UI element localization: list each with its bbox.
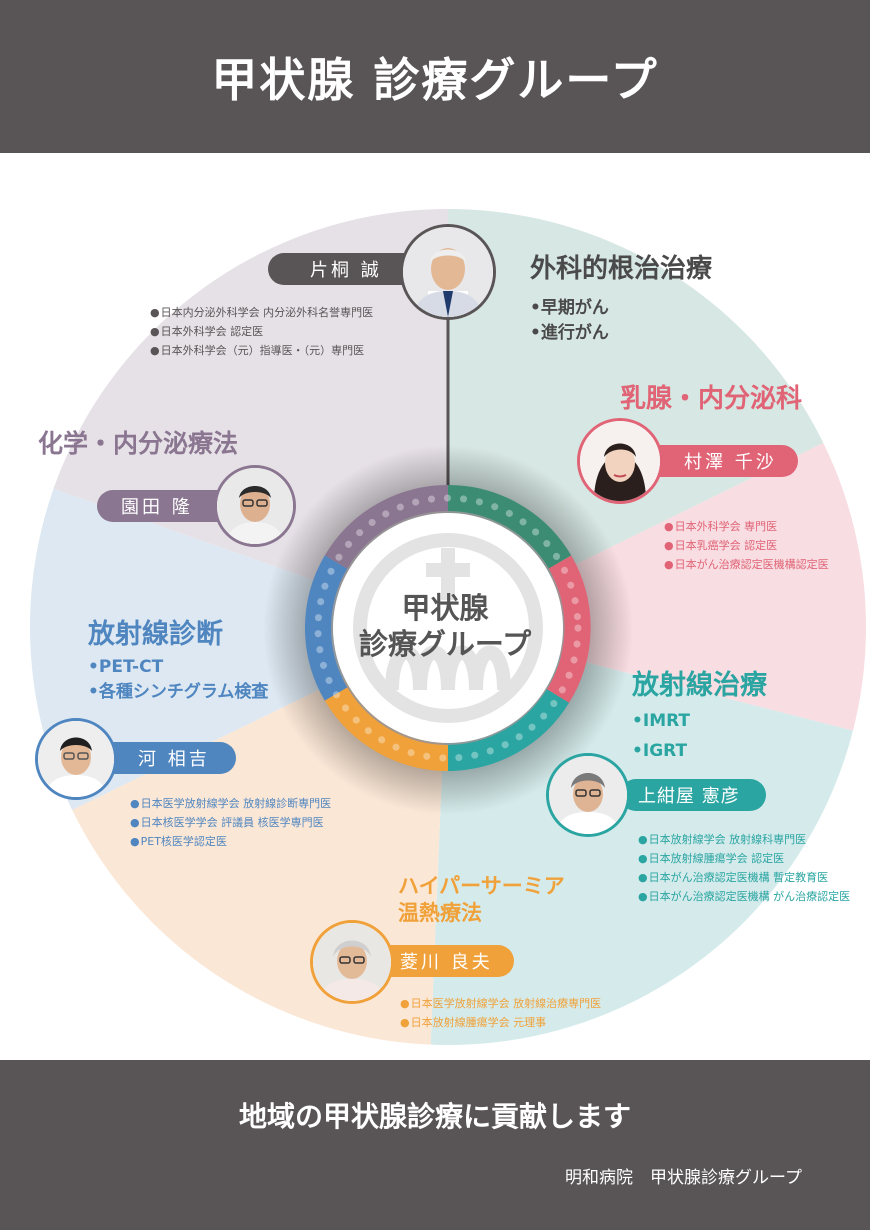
ring-dots	[314, 494, 582, 762]
page-title: 甲状腺 診療グループ	[211, 52, 659, 107]
sector-breast	[448, 420, 866, 735]
creds-katagiri: 日本内分泌外科学会 内分泌外科名誉専門医 日本外科学会 認定医 日本外科学会（元…	[150, 303, 374, 360]
section-title-surgery: 外科的根治治療	[530, 254, 713, 284]
doctor-photo-murasawa	[577, 418, 663, 504]
cred-item: PET核医学認定医	[130, 832, 331, 851]
cred-item: 日本放射線腫瘍学会 認定医	[638, 849, 850, 868]
ring-arc-green	[447, 485, 572, 569]
cred-item: 日本がん治療認定医機構 暫定教育医	[638, 868, 850, 887]
ring-arc-orange	[324, 687, 449, 771]
surgery-list: •早期がん •進行がん	[530, 296, 609, 346]
cred-item: 日本乳癌学会 認定医	[664, 536, 829, 555]
footer-banner: 地域の甲状腺診療に貢献します 明和病院 甲状腺診療グループ	[0, 1060, 870, 1230]
doctor-photo-hishikawa	[310, 920, 394, 1004]
creds-kamikon: 日本放射線学会 放射線科専門医 日本放射線腫瘍学会 認定医 日本がん治療認定医機…	[638, 830, 851, 906]
header-banner: 甲状腺 診療グループ	[0, 0, 870, 153]
doctor-photo-katagiri	[400, 224, 496, 320]
cred-item: 日本放射線学会 放射線科専門医	[638, 830, 850, 849]
footer-tagline: 地域の甲状腺診療に貢献します	[238, 1100, 631, 1133]
doctor-name-kamikon: 上紺屋 憲彦	[620, 779, 766, 811]
surgery-item: •進行がん	[530, 323, 609, 343]
cred-item: 日本がん治療認定医機構 がん治療認定医	[638, 887, 851, 906]
cred-item: 日本医学放射線学会 放射線診断専門医	[130, 794, 332, 813]
doctor-name-murasawa: 村澤 千沙	[640, 445, 798, 477]
cred-item: 日本外科学会 専門医	[664, 517, 829, 536]
hospital-logo-watermark	[353, 533, 543, 723]
center-ring	[305, 485, 591, 771]
diagnosis-item: •PET-CT	[88, 657, 164, 677]
center-title: 甲状腺 診療グループ	[300, 590, 590, 662]
diagnosis-item: •各種シンチグラム検査	[88, 682, 269, 702]
doctor-name-hishikawa: 菱川 良夫	[372, 945, 514, 977]
radiotherapy-item: •IMRT	[632, 711, 691, 731]
creds-murasawa: 日本外科学会 専門医 日本乳癌学会 認定医 日本がん治療認定医機構認定医	[664, 517, 829, 574]
ring-arc-purple	[324, 485, 449, 569]
radiotherapy-item: •IGRT	[632, 741, 688, 761]
cred-item: 日本放射線腫瘍学会 元理事	[400, 1013, 601, 1032]
cred-item: 日本外科学会 認定医	[150, 322, 373, 341]
ring-arc-blue	[305, 555, 348, 701]
doctor-photo-kamikon	[546, 753, 630, 837]
center-title-line2: 診療グループ	[358, 627, 532, 661]
section-title-hyperthermia: ハイパーサーミア 温熱療法	[398, 873, 565, 927]
doctor-photo-kawa	[35, 718, 117, 800]
diagnosis-list: •PET-CT •各種シンチグラム検査	[88, 655, 268, 705]
section-title-chemo: 化学・内分泌療法	[38, 429, 239, 458]
creds-kawa: 日本医学放射線学会 放射線診断専門医 日本核医学学会 評議員 核医学専門医 PE…	[130, 794, 332, 851]
cred-item: 日本核医学学会 評議員 核医学専門医	[130, 813, 331, 832]
footer-organization: 明和病院 甲状腺診療グループ	[565, 1168, 802, 1188]
center-title-line1: 甲状腺	[401, 591, 489, 625]
hyperthermia-title-line2: 温熱療法	[398, 901, 482, 925]
section-title-diagnosis: 放射線診断	[88, 619, 223, 650]
cred-item: 日本外科学会（元）指導医・（元）専門医	[150, 341, 373, 360]
creds-hishikawa: 日本医学放射線学会 放射線治療専門医 日本放射線腫瘍学会 元理事	[400, 994, 602, 1032]
radiotherapy-list: •IMRT •IGRT	[632, 706, 690, 766]
surgery-item: •早期がん	[530, 298, 609, 318]
cred-item: 日本がん治療認定医機構認定医	[664, 555, 829, 574]
cred-item: 日本内分泌外科学会 内分泌外科名誉専門医	[150, 303, 374, 322]
ring-arc-teal	[447, 688, 570, 771]
section-title-breast: 乳腺・内分泌科	[620, 384, 803, 414]
doctor-photo-sonoda	[214, 465, 296, 547]
cred-item: 日本医学放射線学会 放射線治療専門医	[400, 994, 602, 1013]
ring-arc-red	[546, 555, 591, 703]
hyperthermia-title-line1: ハイパーサーミア	[398, 874, 565, 898]
section-title-radiotherapy: 放射線治療	[632, 670, 767, 701]
